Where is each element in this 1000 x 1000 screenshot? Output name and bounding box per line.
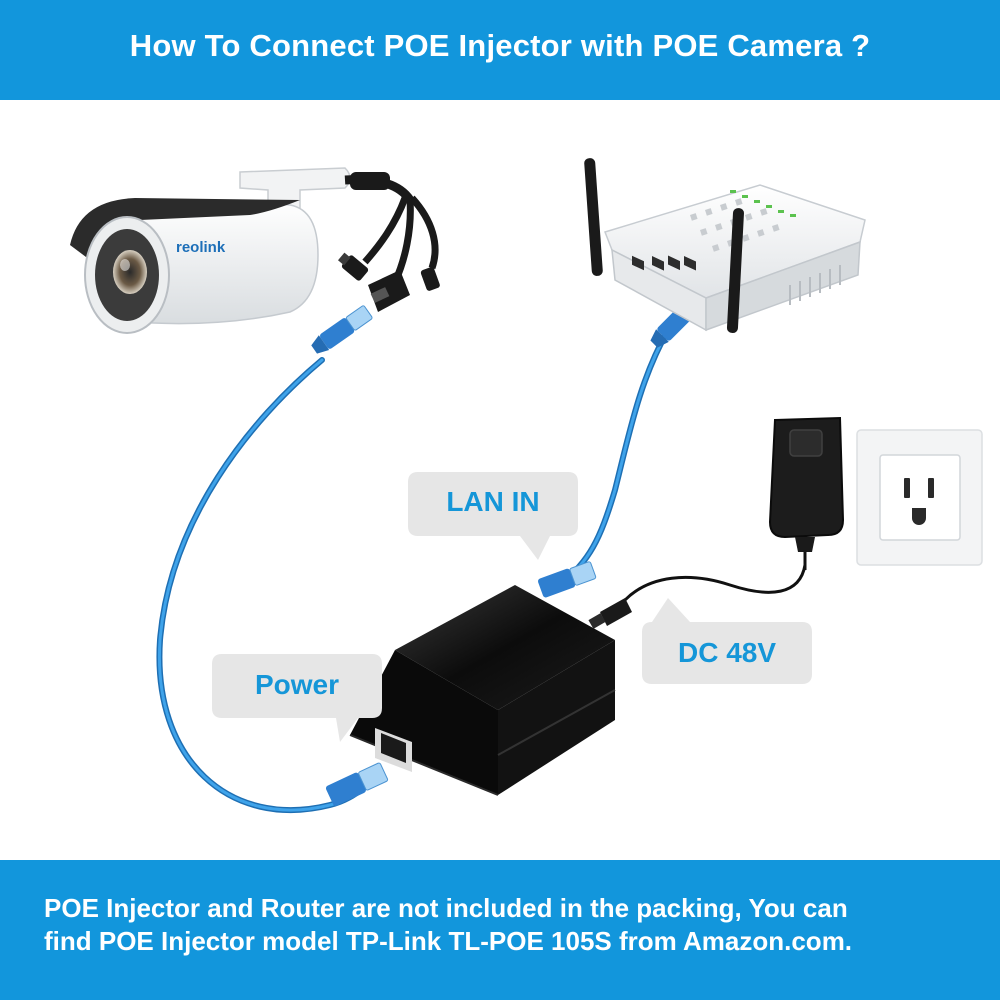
- footer-note-line-2: find POE Injector model TP-Link TL-POE 1…: [44, 925, 974, 958]
- title-banner: How To Connect POE Injector with POE Cam…: [0, 0, 1000, 100]
- camera-pigtail-cables: [336, 172, 441, 312]
- dc-48v-label: DC 48V: [642, 637, 812, 669]
- footer-note: POE Injector and Router are not included…: [44, 892, 974, 958]
- poe-camera: reolink: [70, 168, 350, 333]
- rj45-plug-power-port: [325, 762, 389, 807]
- dc-power-cable: [625, 565, 805, 600]
- power-adapter: [770, 418, 843, 570]
- camera-to-injector-cable: [159, 360, 368, 810]
- camera-brand-logo: reolink: [176, 239, 226, 256]
- footer-note-line-1: POE Injector and Router are not included…: [44, 892, 974, 925]
- dc-barrel-connector-icon: [336, 250, 369, 282]
- page-title: How To Connect POE Injector with POE Cam…: [0, 28, 1000, 64]
- rj45-plug-camera-end: [309, 304, 373, 357]
- lan-in-label: LAN IN: [408, 486, 578, 518]
- wifi-router: [584, 158, 865, 333]
- rj45-plug-lan-in: [537, 560, 596, 598]
- connection-illustration: reolink: [0, 100, 1000, 860]
- poe-injector: [350, 585, 632, 795]
- power-label: Power: [212, 669, 382, 701]
- footer-banner: POE Injector and Router are not included…: [0, 860, 1000, 1000]
- dc-jack-plug-icon: [588, 598, 632, 629]
- wall-outlet: [857, 430, 982, 565]
- rj45-socket-icon: [368, 270, 410, 312]
- router-to-injector-cable: [560, 330, 668, 585]
